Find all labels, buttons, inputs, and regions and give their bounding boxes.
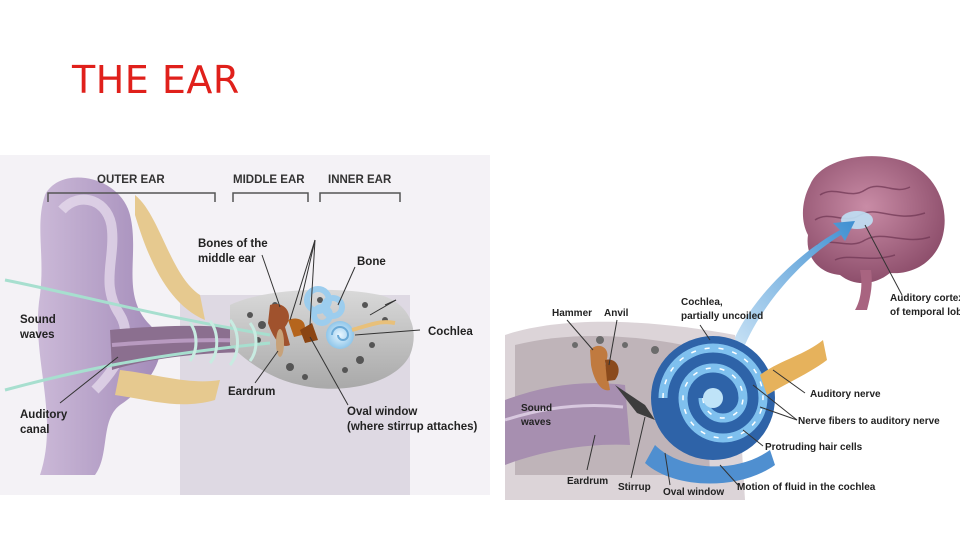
cochlea-spiral bbox=[645, 336, 775, 484]
hammer-label: Hammer bbox=[552, 308, 592, 319]
auditory-cortex-label-line1: Auditory cortex bbox=[890, 293, 960, 304]
signal-arrow bbox=[730, 221, 855, 355]
section-brackets bbox=[47, 192, 401, 202]
nerve-fibers-label: Nerve fibers to auditory nerve bbox=[798, 416, 940, 427]
fluid-motion-label: Motion of fluid in the cochlea bbox=[737, 482, 876, 493]
bones-label-line2: middle ear bbox=[198, 253, 256, 265]
outer-ear-shape bbox=[37, 177, 161, 475]
auditory-canal-label-line1: Auditory bbox=[20, 409, 68, 421]
sound-waves-label-line2: waves bbox=[19, 329, 55, 341]
auditory-nerve-label: Auditory nerve bbox=[810, 389, 881, 400]
sound-waves-label-line1: Sound bbox=[20, 314, 56, 326]
eardrum-label-right: Eardrum bbox=[567, 476, 608, 487]
oval-window-label-line1: Oval window bbox=[347, 406, 417, 418]
cochlea-label: Cochlea bbox=[428, 326, 473, 338]
ossicles-graphic bbox=[590, 345, 655, 420]
middle-ear-bones bbox=[268, 304, 318, 346]
cochlea-pathway-diagram: Hammer Anvil Cochlea, partially uncoiled… bbox=[505, 145, 960, 500]
slide-title: THE EAR bbox=[72, 58, 240, 102]
right-leader-lines bbox=[566, 224, 903, 486]
leader-lines bbox=[59, 239, 421, 406]
cochlea-shape bbox=[326, 321, 354, 349]
hair-cells-label: Protruding hair cells bbox=[765, 442, 863, 453]
cochlea-label-line1: Cochlea, bbox=[681, 297, 723, 308]
cartilage bbox=[135, 195, 205, 320]
sound-waves-label-line2: waves bbox=[520, 417, 551, 428]
sound-waves-label-line1: Sound bbox=[521, 403, 552, 414]
ear-cross-section-diagram: OUTER EAR MIDDLE EAR INNER EAR Bones of … bbox=[0, 155, 490, 495]
auditory-canal-label-line2: canal bbox=[20, 424, 49, 436]
oval-window-label-right: Oval window bbox=[663, 487, 724, 498]
eardrum-shape bbox=[276, 329, 284, 357]
bones-label-line1: Bones of the bbox=[198, 238, 268, 250]
sound-waves-graphic bbox=[4, 278, 271, 392]
anvil-label: Anvil bbox=[604, 308, 629, 319]
stirrup-label: Stirrup bbox=[618, 482, 651, 493]
oval-window-label-line2: (where stirrup attaches) bbox=[347, 421, 478, 433]
inner-ear-header: INNER EAR bbox=[328, 174, 392, 186]
eardrum-label: Eardrum bbox=[228, 386, 275, 398]
inner-ear bbox=[304, 286, 345, 326]
outer-ear-header: OUTER EAR bbox=[97, 174, 165, 186]
brain-graphic bbox=[802, 156, 945, 310]
ear-canal-shape bbox=[505, 383, 630, 465]
auditory-nerve-shape bbox=[760, 340, 827, 395]
cochlea-label-line2: partially uncoiled bbox=[681, 311, 763, 322]
bone-label: Bone bbox=[357, 256, 386, 268]
auditory-cortex-label-line2: of temporal lobe bbox=[890, 307, 960, 318]
middle-ear-header: MIDDLE EAR bbox=[233, 174, 305, 186]
